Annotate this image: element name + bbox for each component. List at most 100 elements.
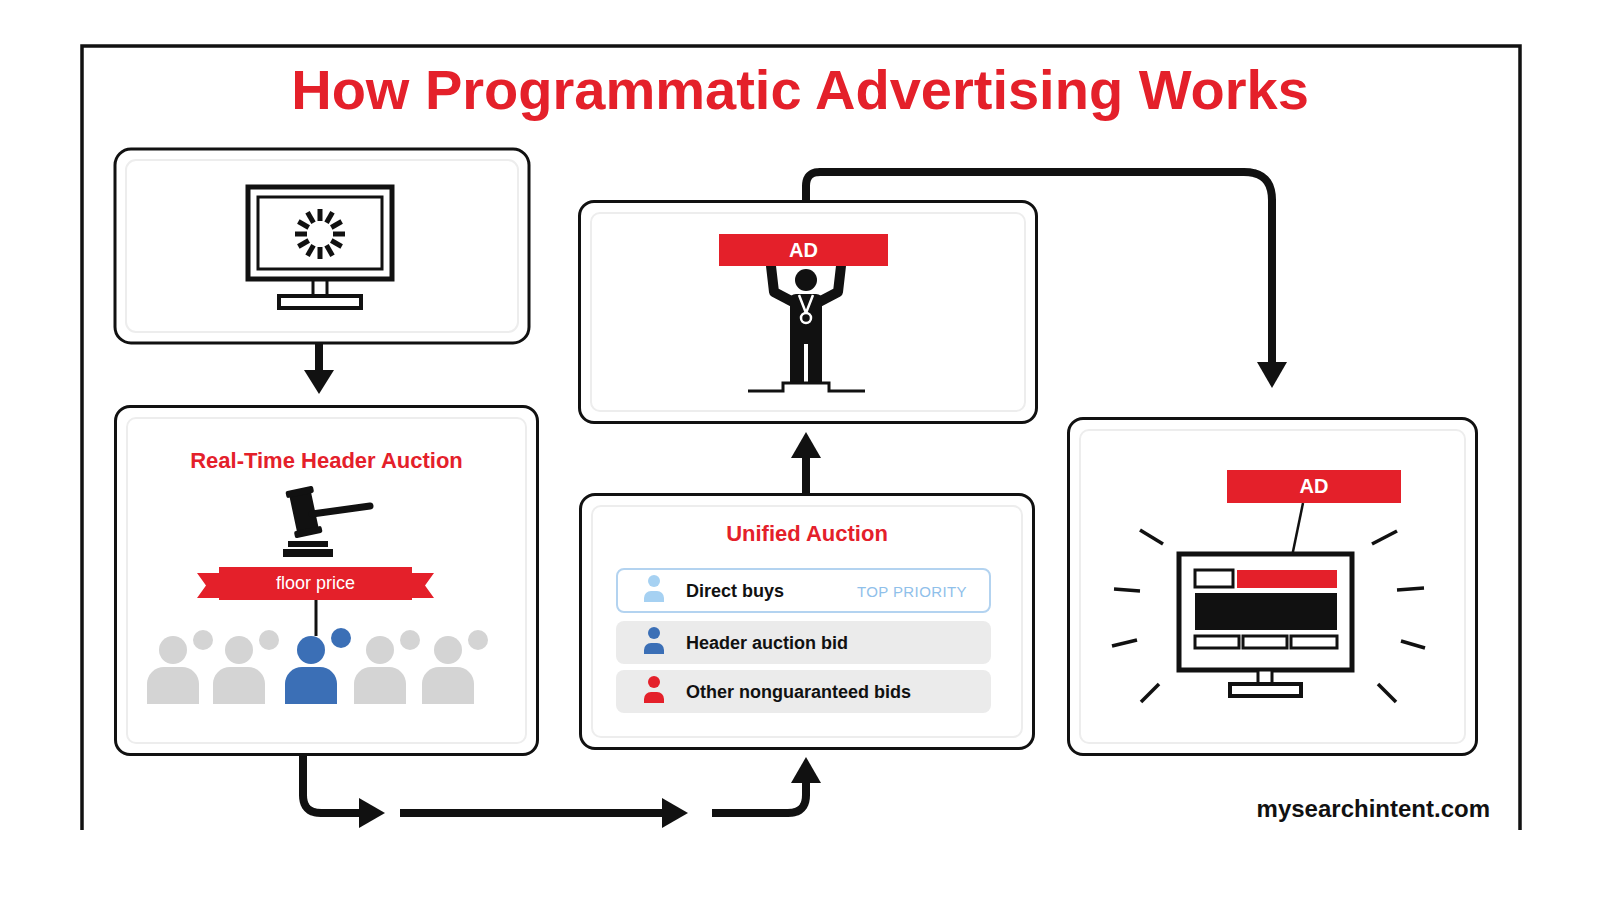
bidder-body bbox=[422, 667, 474, 704]
bidder-bubble bbox=[400, 630, 420, 650]
arrow-head bbox=[359, 798, 385, 828]
ribbon-stick bbox=[315, 600, 318, 636]
bidder-head bbox=[159, 636, 187, 664]
bidder-head bbox=[366, 636, 394, 664]
ad-label: AD bbox=[719, 234, 888, 266]
spinner-tick bbox=[308, 212, 314, 222]
bidder-body bbox=[285, 667, 337, 704]
bid-label: Other nonguaranteed bids bbox=[686, 681, 911, 702]
shine-ray bbox=[1140, 530, 1163, 544]
monitor-icon bbox=[248, 187, 392, 308]
podium bbox=[748, 383, 865, 391]
arrow-head bbox=[304, 370, 334, 394]
winner-torso bbox=[790, 294, 822, 344]
box-outline bbox=[115, 149, 529, 343]
shine-ray bbox=[1114, 589, 1140, 591]
winning-bidder-icon bbox=[285, 628, 351, 704]
icon-body bbox=[644, 643, 664, 654]
ad-slot bbox=[1237, 570, 1337, 588]
spinner-tick bbox=[327, 245, 333, 255]
flow-connector bbox=[802, 452, 810, 493]
winner-box: AD bbox=[578, 200, 1038, 424]
medal-ribbon bbox=[799, 295, 813, 313]
shine-ray bbox=[1141, 684, 1159, 702]
arrow-head bbox=[662, 798, 688, 828]
icon-body bbox=[644, 692, 664, 703]
bidder-bubble bbox=[193, 630, 213, 650]
arrow-gap bbox=[676, 800, 712, 826]
unified-auction-box: Unified AuctionDirect buys TOP PRIORITY He… bbox=[579, 493, 1035, 750]
bid-label: Header auction bid bbox=[686, 632, 848, 653]
winner-figure bbox=[748, 266, 865, 391]
spinner-tick bbox=[298, 222, 308, 228]
icon-head bbox=[648, 676, 660, 688]
flow-connector bbox=[303, 756, 806, 813]
loading-screen-box bbox=[115, 149, 529, 343]
winner-leg bbox=[790, 342, 804, 383]
monitor-neck bbox=[313, 280, 327, 296]
spinner-tick bbox=[327, 212, 333, 222]
bidder-icon bbox=[213, 630, 279, 704]
winner-leg bbox=[808, 342, 822, 383]
monitor-base bbox=[1230, 684, 1301, 696]
gavel-block bbox=[283, 549, 333, 557]
spinner-tick bbox=[331, 222, 341, 228]
header-bidder-icon bbox=[644, 627, 664, 654]
shine-ray bbox=[1401, 641, 1425, 648]
bidder-body bbox=[213, 667, 265, 704]
spinner-tick bbox=[331, 241, 341, 247]
shine-ray bbox=[1397, 588, 1424, 590]
auction-box: Real-Time Header Auctionfloor price bbox=[114, 405, 539, 756]
bidder-body bbox=[354, 667, 406, 704]
bidder-crowd bbox=[147, 628, 488, 704]
spinner-tick bbox=[318, 247, 323, 259]
flow-connector bbox=[806, 172, 1272, 368]
ad-monitor-icon bbox=[1179, 554, 1352, 696]
ribbon-text: floor price bbox=[197, 567, 434, 600]
monitor-frame bbox=[1179, 554, 1352, 670]
winner-arm bbox=[771, 266, 793, 302]
bidder-bubble bbox=[468, 630, 488, 650]
winner-arm bbox=[819, 266, 841, 302]
gavel-icon bbox=[283, 486, 370, 557]
icon-head bbox=[648, 575, 660, 587]
bidder-icon bbox=[354, 630, 420, 704]
diagram-title: How Programmatic Advertising Works bbox=[0, 62, 1600, 118]
flow-arrow bbox=[304, 343, 334, 394]
priority-tag: TOP PRIORITY bbox=[857, 582, 967, 599]
shine-ray bbox=[1378, 684, 1396, 702]
floor-price-ribbon: floor price bbox=[197, 567, 434, 600]
medal bbox=[801, 313, 811, 323]
arrow-gap bbox=[373, 800, 400, 826]
loading-spinner bbox=[295, 209, 345, 259]
bidder-icon bbox=[147, 630, 213, 704]
monitor-neck bbox=[1258, 670, 1272, 684]
bidder-bubble bbox=[331, 628, 351, 648]
page-block bbox=[1291, 636, 1337, 648]
direct-buyer-icon bbox=[644, 575, 664, 602]
page-block bbox=[1195, 570, 1233, 587]
bidder-icon bbox=[422, 630, 488, 704]
page-frame bbox=[82, 46, 1520, 830]
bid-row: Other nonguaranteed bids bbox=[616, 670, 991, 713]
page-block bbox=[1195, 593, 1337, 630]
monitor-base bbox=[279, 296, 361, 308]
icon-head bbox=[648, 627, 660, 639]
gavel-block bbox=[288, 541, 328, 547]
box-inner-border bbox=[126, 160, 518, 332]
gavel-handle bbox=[312, 506, 370, 514]
spinner-tick bbox=[318, 209, 323, 221]
arrow-shaft bbox=[315, 343, 323, 374]
bid-label: Direct buys bbox=[686, 580, 784, 601]
spinner-tick bbox=[308, 245, 314, 255]
shine-ray bbox=[1372, 531, 1397, 544]
box-heading: Unified Auction bbox=[582, 521, 1032, 547]
ad-screen-box: AD bbox=[1067, 417, 1478, 756]
watermark-url: mysearchintent.com bbox=[1257, 797, 1490, 821]
spinner-tick bbox=[298, 241, 308, 247]
bid-row: Header auction bid bbox=[616, 621, 991, 664]
bidder-head bbox=[434, 636, 462, 664]
bidder-bubble bbox=[259, 630, 279, 650]
